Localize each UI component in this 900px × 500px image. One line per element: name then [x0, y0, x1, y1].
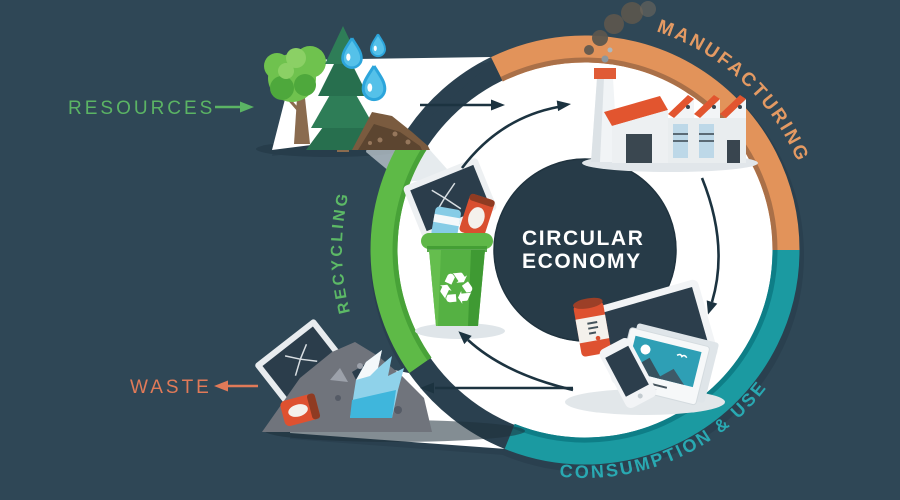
title-circular: CIRCULAR: [522, 227, 644, 250]
crushed-can-icon: [280, 393, 321, 427]
manufacturing-arc-edge: [500, 57, 778, 251]
natural-resources-illustration: [264, 26, 430, 152]
flow-arrow-factory-to-devices: [700, 177, 720, 315]
waste-arrowhead-icon: [214, 380, 228, 392]
trash-bag-icon: [350, 350, 404, 418]
manufacturing-arc: [490, 35, 800, 251]
recycle-bin-icon: ♻: [421, 233, 493, 326]
soil-mound-icon: [352, 112, 430, 150]
flow-arrow-resources-to-factory: [420, 99, 505, 111]
broken-laptop-icon: [255, 319, 345, 405]
resources-arrowhead-icon: [240, 101, 254, 113]
smoke-icon: [584, 1, 656, 63]
waste-label: WASTE: [130, 377, 212, 398]
flow-arrow-devices-to-bin: [458, 331, 574, 392]
consumption-arc: [504, 249, 800, 465]
waste-arrow: [214, 380, 258, 392]
plastic-bottle-icon: [431, 206, 461, 240]
title-economy: ECONOMY: [522, 250, 642, 273]
factory-icon: [582, 1, 758, 172]
smartphone-icon: [599, 337, 657, 409]
soda-can-icon: [573, 297, 612, 357]
chimney: [591, 68, 618, 162]
flow-arrow-devices-to-waste: [420, 382, 573, 394]
recycling-label: RECYCLING: [329, 190, 354, 316]
resources-label: RESOURCES: [68, 98, 215, 119]
electronic-devices-icon: [565, 279, 725, 415]
deciduous-tree-icon: [264, 46, 326, 144]
waste-pile-icon: [255, 319, 525, 442]
water-drops-icon: [341, 33, 387, 102]
recycling-arc-edge: [392, 145, 432, 361]
e-waste-icon: [403, 158, 497, 240]
flow-arrows: [420, 99, 720, 394]
flow-arrow-recycling-to-factory: [460, 100, 571, 169]
resources-arrow: [215, 101, 254, 113]
recycling-bin-illustration: ♻: [403, 158, 505, 339]
red-can-icon: [459, 193, 495, 238]
factory-buildings: [604, 95, 746, 163]
recycling-arc: [370, 133, 432, 374]
recycle-symbol-icon: ♻: [434, 262, 478, 316]
